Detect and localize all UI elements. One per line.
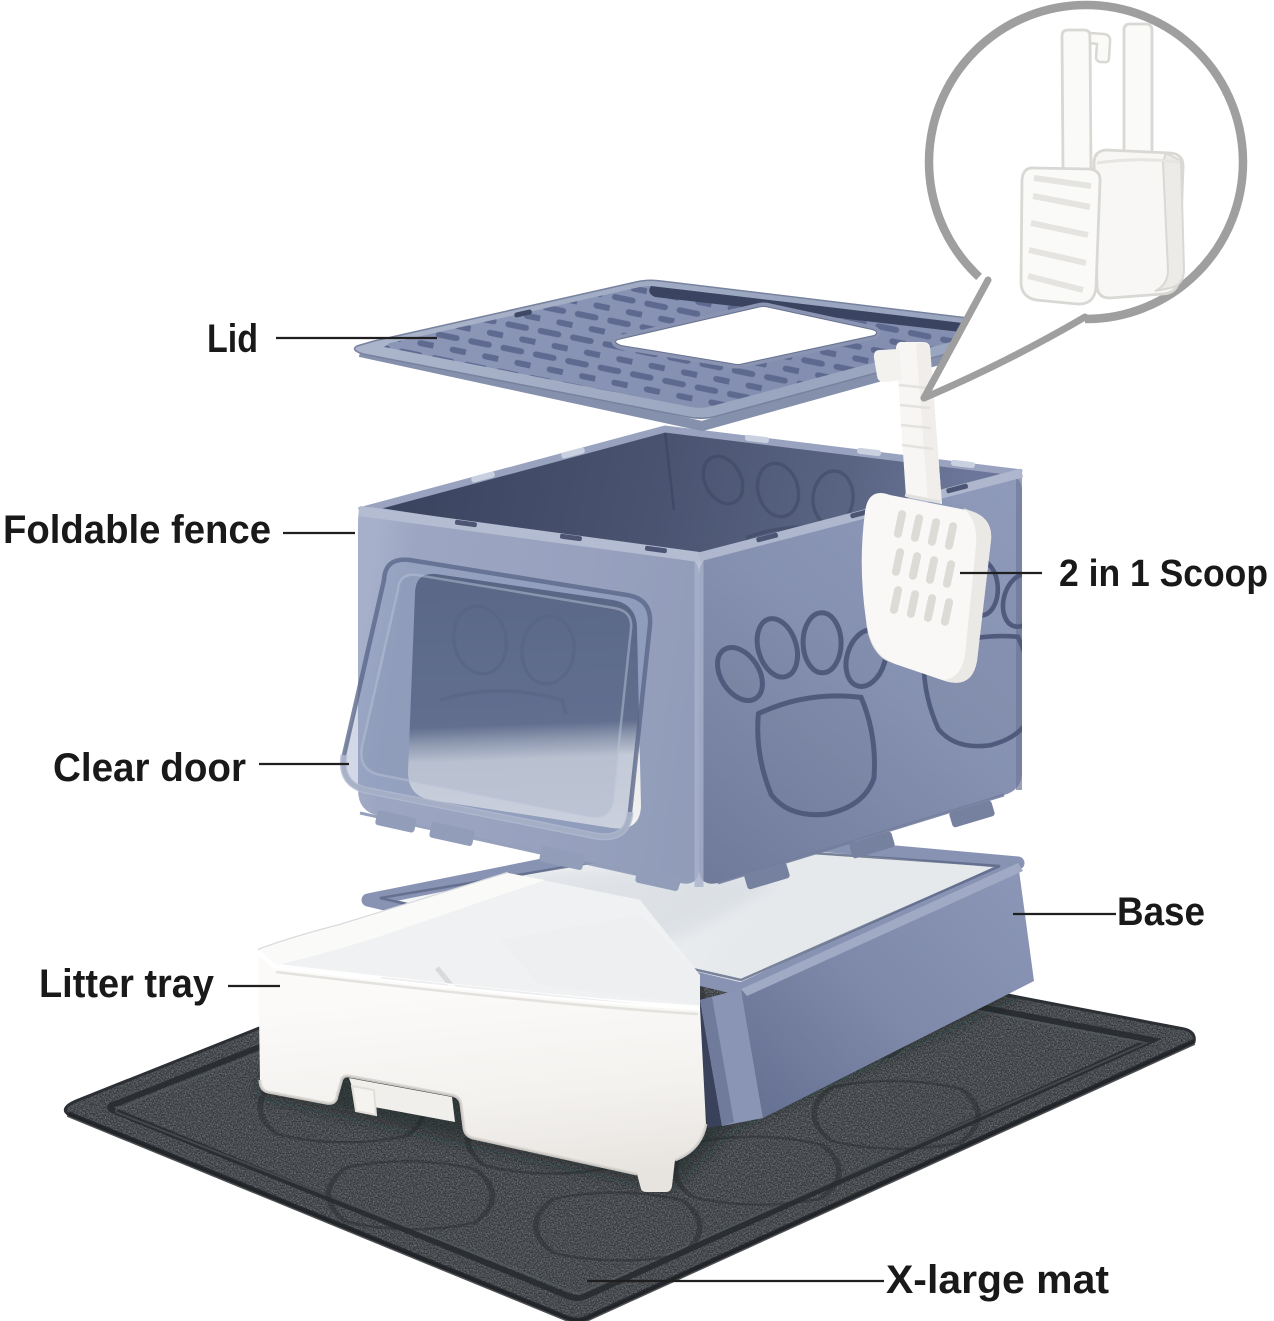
svg-text:Foldable fence: Foldable fence (3, 508, 271, 552)
svg-text:Clear door: Clear door (53, 746, 246, 790)
svg-text:Base: Base (1117, 890, 1205, 934)
svg-text:Lid: Lid (207, 317, 258, 361)
svg-text:2 in 1 Scoop: 2 in 1 Scoop (1059, 553, 1268, 595)
svg-text:X-large mat: X-large mat (886, 1258, 1109, 1302)
svg-text:Litter tray: Litter tray (39, 962, 215, 1006)
